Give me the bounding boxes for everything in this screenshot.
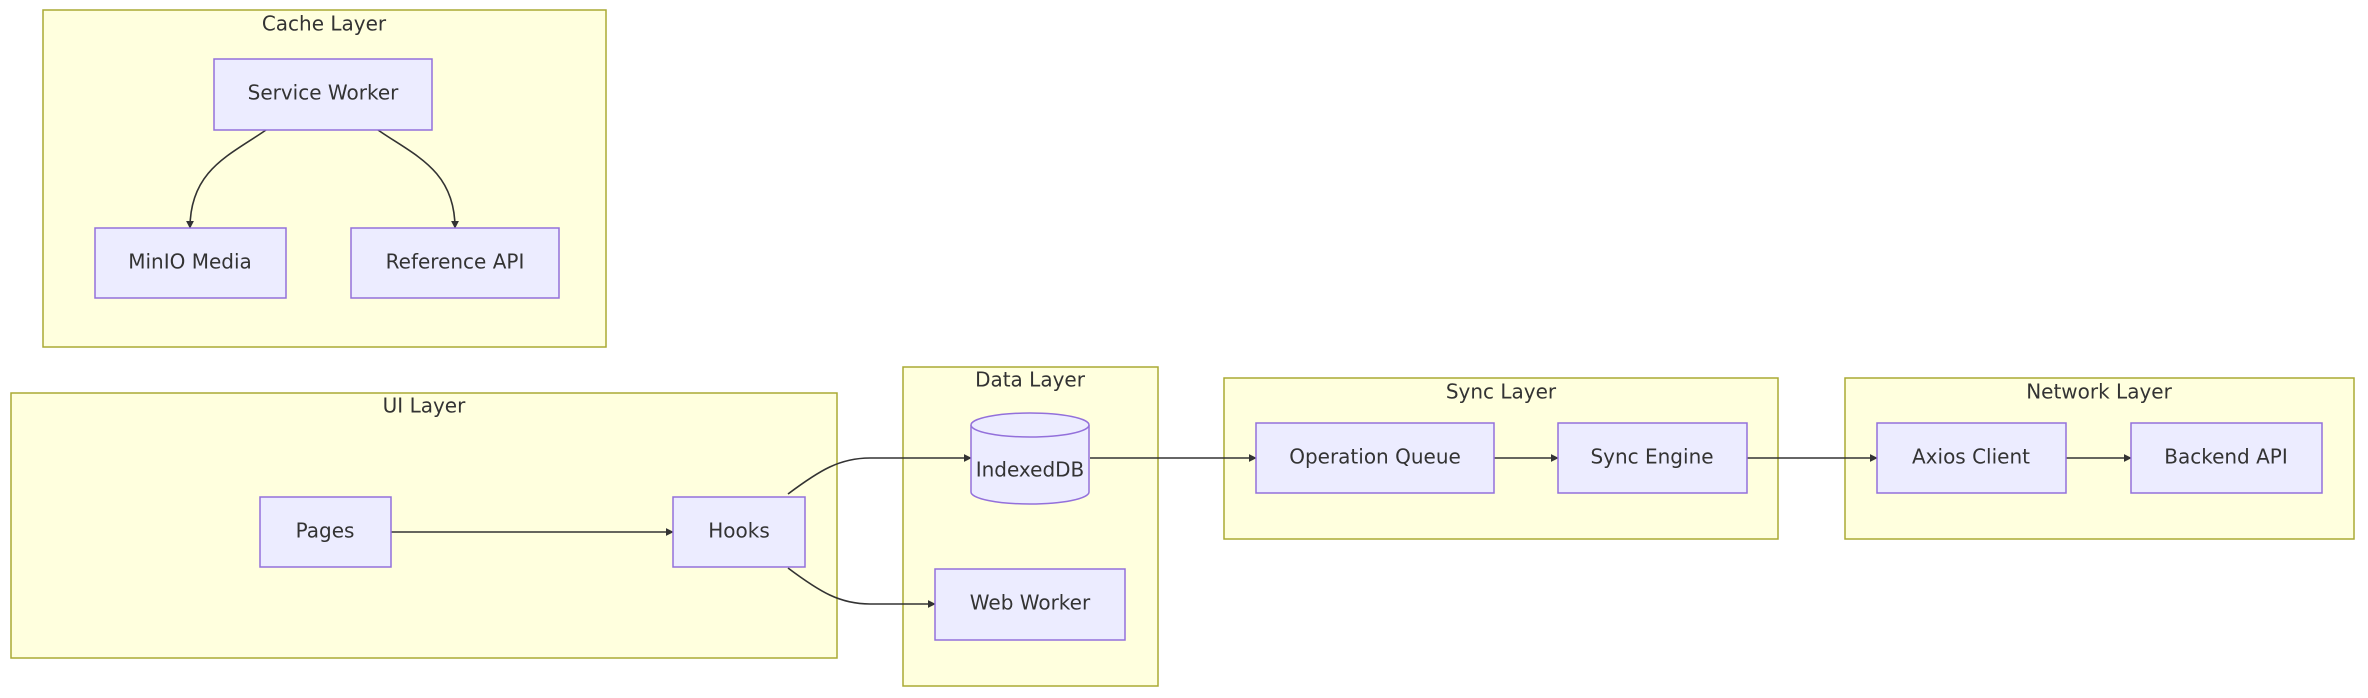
indexeddb-label: IndexedDB (976, 458, 1085, 482)
axios-client-node[interactable]: Axios Client (1876, 422, 2067, 494)
axios-client-label: Axios Client (1912, 445, 2030, 469)
data-layer-title: Data Layer (975, 368, 1086, 392)
sync-engine-label: Sync Engine (1590, 445, 1713, 469)
edge-hooks-to-indexeddb (787, 454, 972, 495)
sync-engine-node[interactable]: Sync Engine (1557, 422, 1748, 494)
cache-layer-title: Cache Layer (262, 12, 387, 36)
operation-queue-node[interactable]: Operation Queue (1255, 422, 1495, 494)
sync-layer-title: Sync Layer (1446, 380, 1557, 404)
reference-api-node[interactable]: Reference API (350, 227, 560, 299)
edge-service-worker-to-reference-api (377, 129, 459, 229)
ui-layer-title: UI Layer (383, 394, 466, 418)
backend-api-node[interactable]: Backend API (2130, 422, 2323, 494)
pages-node[interactable]: Pages (259, 496, 392, 568)
edge-service-worker-to-minio (186, 129, 267, 229)
edge-hooks-to-web-worker (787, 567, 936, 608)
edges (186, 129, 2132, 608)
operation-queue-label: Operation Queue (1289, 445, 1461, 469)
hooks-label: Hooks (708, 519, 770, 543)
indexeddb-node[interactable]: IndexedDB (970, 412, 1090, 505)
web-worker-label: Web Worker (970, 591, 1091, 615)
minio-media-label: MinIO Media (128, 250, 252, 274)
service-worker-label: Service Worker (248, 81, 400, 105)
reference-api-label: Reference API (386, 250, 525, 274)
hooks-node[interactable]: Hooks (672, 496, 806, 568)
service-worker-node[interactable]: Service Worker (213, 58, 433, 131)
network-layer-title: Network Layer (2026, 380, 2172, 404)
backend-api-label: Backend API (2164, 445, 2288, 469)
minio-media-node[interactable]: MinIO Media (94, 227, 287, 299)
pages-label: Pages (296, 519, 355, 543)
web-worker-node[interactable]: Web Worker (934, 568, 1126, 641)
